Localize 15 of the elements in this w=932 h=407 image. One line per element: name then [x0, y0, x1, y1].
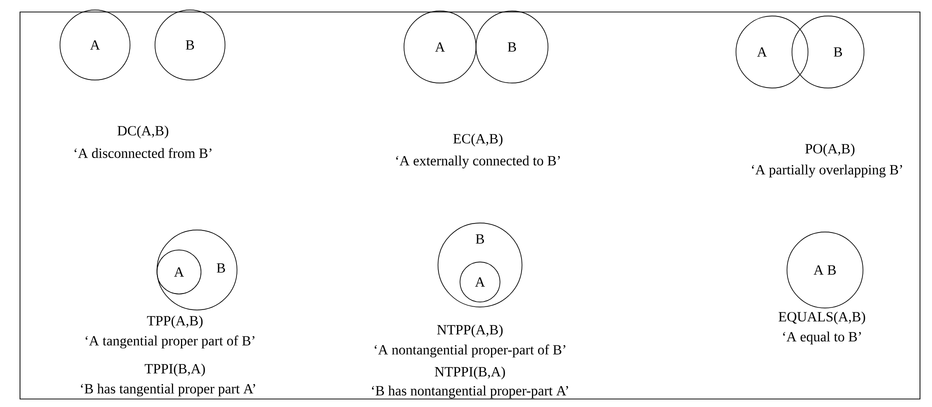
caption: ‘A equal to B’ — [783, 332, 861, 344]
caption: TPP(A,B) — [147, 316, 203, 328]
caption: ‘A partially overlapping B’ — [752, 164, 902, 178]
caption: ‘B has tangential proper part A’ — [80, 384, 256, 396]
caption: NTPP(A,B) — [437, 324, 503, 338]
caption: EC(A,B) — [453, 134, 502, 146]
caption: DC(A,B) — [118, 126, 168, 138]
caption: TPPI(B,A) — [144, 364, 205, 376]
caption: NTPPI(B,A) — [434, 366, 505, 380]
caption: ‘A nontangential proper-part of B’ — [374, 344, 566, 358]
caption: ‘B has nontangential proper-part A’ — [372, 386, 568, 398]
caption: ‘A tangential proper part of B’ — [86, 336, 254, 348]
caption: ‘A externally connected to B’ — [396, 156, 560, 168]
caption: PO(A,B) — [805, 144, 854, 156]
caption: ‘A disconnected from B’ — [74, 148, 212, 158]
